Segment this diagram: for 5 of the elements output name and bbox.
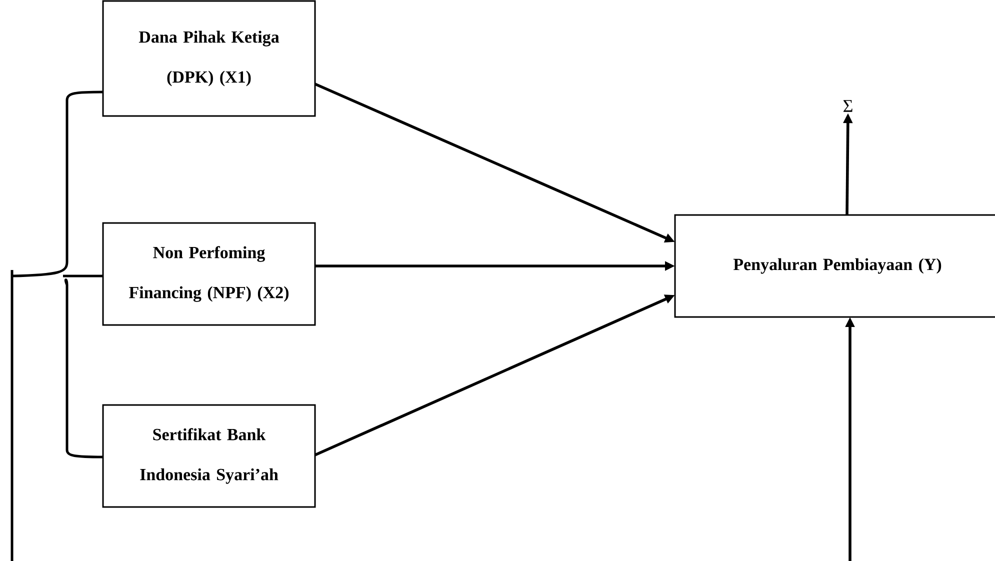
variable-box: Dana Pihak Ketiga (DPK) (X1) — [102, 0, 316, 117]
variable-box: Sertifikat Bank Indonesia Syari’ah — [102, 404, 316, 508]
variable-box: Non Perfoming Financing (NPF) (X2) — [102, 222, 316, 326]
sigma-symbol: Σ — [843, 100, 852, 112]
variable-box: Penyaluran Pembiayaan (Y) — [674, 214, 995, 318]
